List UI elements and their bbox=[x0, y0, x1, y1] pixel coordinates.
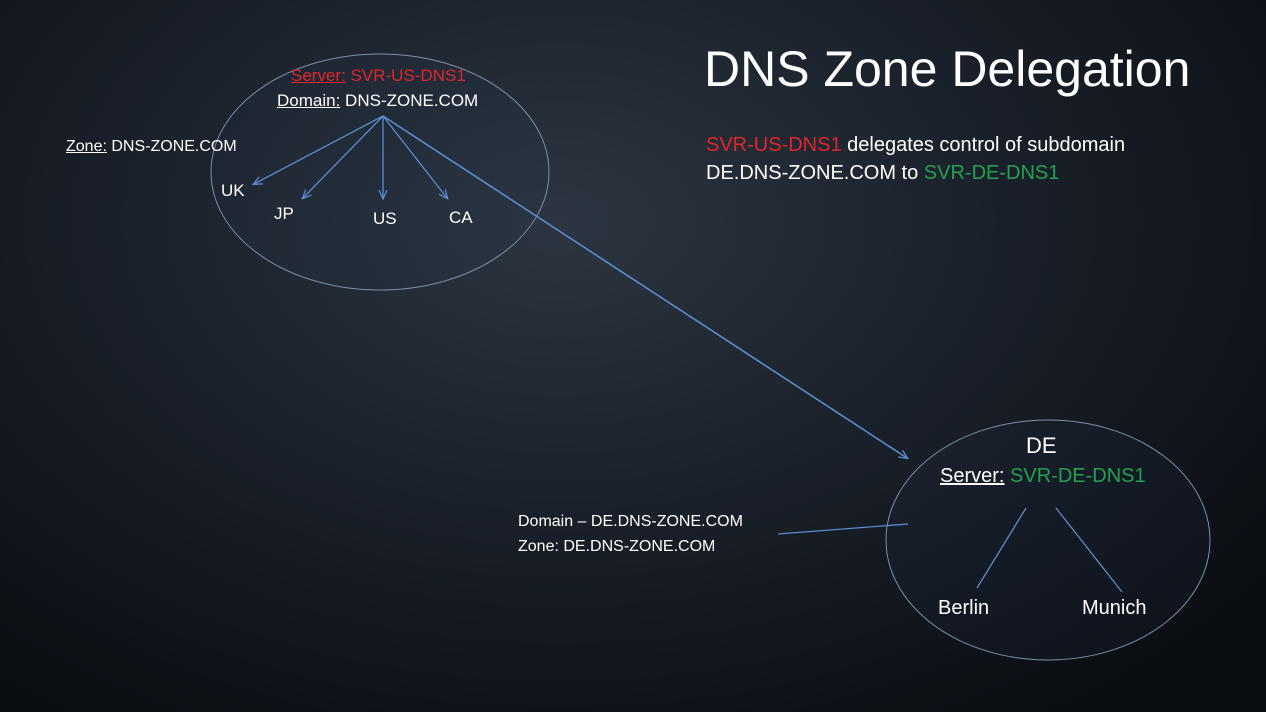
line-munich bbox=[1055, 507, 1123, 593]
node-munich: Munich bbox=[1082, 597, 1147, 619]
arrow-uk bbox=[254, 115, 384, 184]
parent-domain: Domain: DNS-ZONE.COM bbox=[277, 91, 478, 111]
parent-server-name: SVR-US-DNS1 bbox=[350, 66, 466, 85]
node-uk: UK bbox=[221, 181, 245, 200]
page-title: DNS Zone Delegation bbox=[704, 41, 1191, 97]
parent-zone-label: Zone: bbox=[66, 138, 107, 155]
arrow-jp bbox=[303, 115, 384, 198]
parent-zone-ellipse bbox=[210, 53, 550, 291]
child-server-name: SVR-DE-DNS1 bbox=[1010, 465, 1146, 487]
child-server-label: Server: bbox=[940, 465, 1005, 487]
node-us: US bbox=[373, 209, 397, 228]
child-server: Server: SVR-DE-DNS1 bbox=[940, 465, 1146, 488]
connector-domain-label bbox=[777, 523, 909, 535]
description-server-to: SVR-DE-DNS1 bbox=[923, 162, 1060, 184]
description-line2: DE.DNS-ZONE.COM to bbox=[706, 162, 924, 184]
parent-zone: Zone: DNS-ZONE.COM bbox=[66, 138, 237, 156]
description-server-from: SVR-US-DNS1 bbox=[706, 134, 842, 156]
child-title: DE bbox=[1026, 433, 1057, 458]
arrow-delegation bbox=[382, 115, 907, 458]
description: SVR-US-DNS1 delegates control of subdoma… bbox=[706, 131, 1125, 187]
child-domain-line: Domain – DE.DNS-ZONE.COM bbox=[518, 513, 743, 530]
parent-zone-name: DNS-ZONE.COM bbox=[111, 138, 237, 155]
node-berlin: Berlin bbox=[938, 597, 990, 619]
arrow-ca bbox=[382, 115, 447, 198]
parent-domain-label: Domain: bbox=[277, 91, 341, 110]
line-berlin bbox=[976, 507, 1027, 589]
parent-server-label: Server: bbox=[291, 66, 346, 85]
parent-domain-name: DNS-ZONE.COM bbox=[345, 91, 479, 110]
description-line1: delegates control of subdomain bbox=[841, 134, 1126, 156]
child-zone-ellipse bbox=[885, 419, 1211, 661]
child-zone-line: Zone: DE.DNS-ZONE.COM bbox=[518, 538, 716, 555]
node-ca: CA bbox=[449, 208, 473, 227]
node-jp: JP bbox=[274, 204, 294, 223]
parent-server: Server: SVR-US-DNS1 bbox=[291, 66, 466, 86]
